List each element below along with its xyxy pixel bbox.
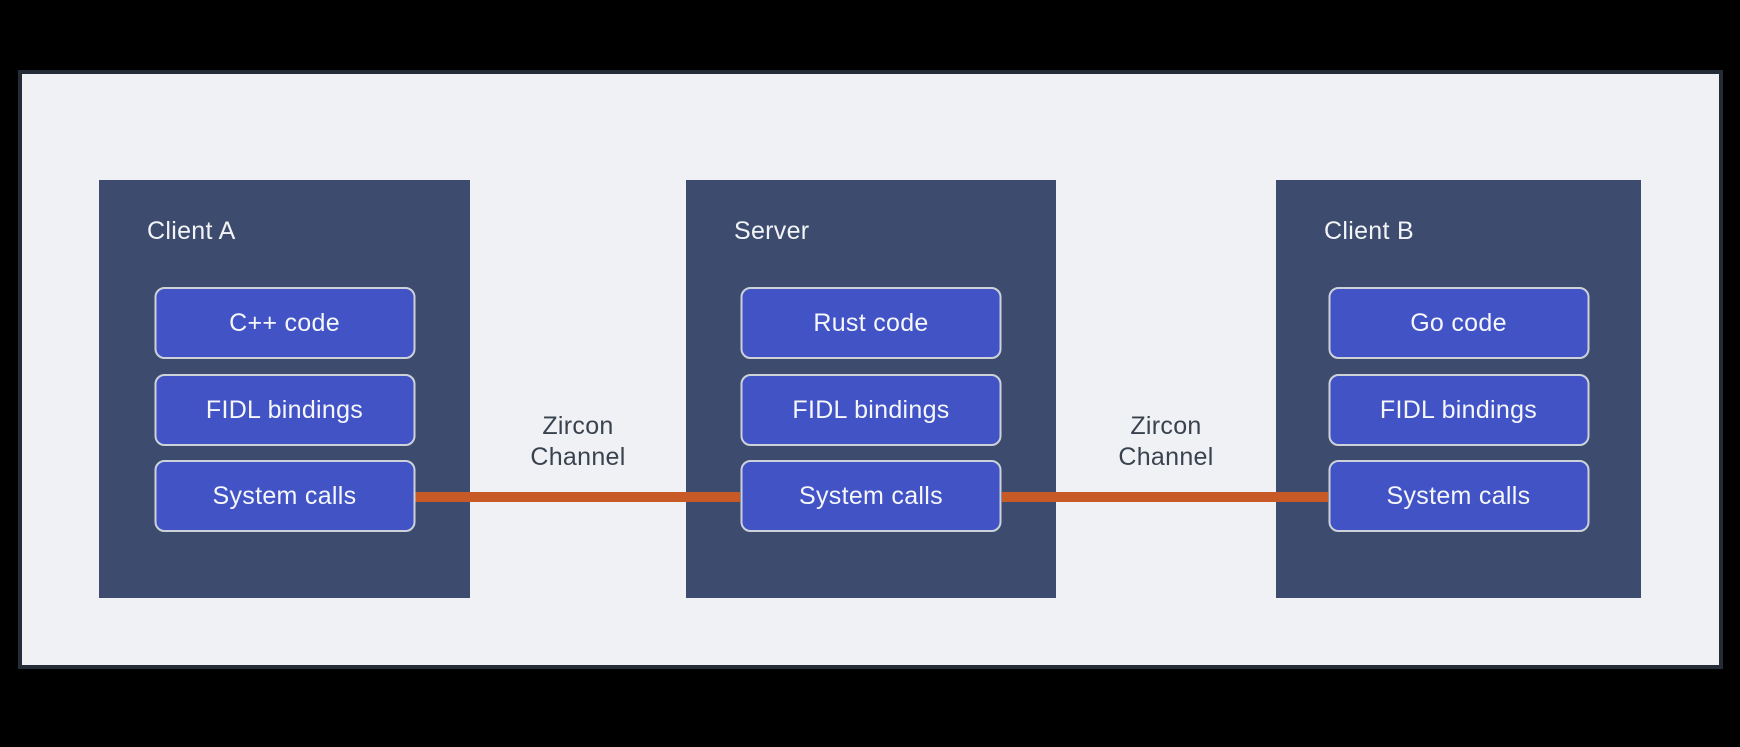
fidl-bindings-box: FIDL bindings [154,374,415,446]
panel-client-a: Client A C++ code FIDL bindings System c… [99,180,470,598]
code-box: C++ code [154,287,415,359]
code-box: Go code [1328,287,1589,359]
panel-server: Server Rust code FIDL bindings System ca… [686,180,1056,598]
zircon-channel-line [415,492,740,502]
panel-client-b: Client B Go code FIDL bindings System ca… [1276,180,1641,598]
fidl-bindings-box: FIDL bindings [740,374,1002,446]
zircon-channel-label: Zircon Channel [470,411,686,473]
zircon-channel-label: Zircon Channel [1056,411,1276,473]
panel-title: Server [734,217,810,245]
zircon-channel-label-line1: Zircon [1130,412,1202,440]
zircon-channel-label-line2: Channel [530,443,626,471]
panel-title: Client B [1324,217,1414,245]
fidl-bindings-box: FIDL bindings [1328,374,1589,446]
code-box: Rust code [740,287,1002,359]
panel-title: Client A [147,217,236,245]
zircon-channel-label-line2: Channel [1118,443,1214,471]
system-calls-box: System calls [740,460,1002,532]
zircon-channel-line [1002,492,1328,502]
system-calls-box: System calls [154,460,415,532]
system-calls-box: System calls [1328,460,1589,532]
zircon-channel-label-line1: Zircon [542,412,614,440]
